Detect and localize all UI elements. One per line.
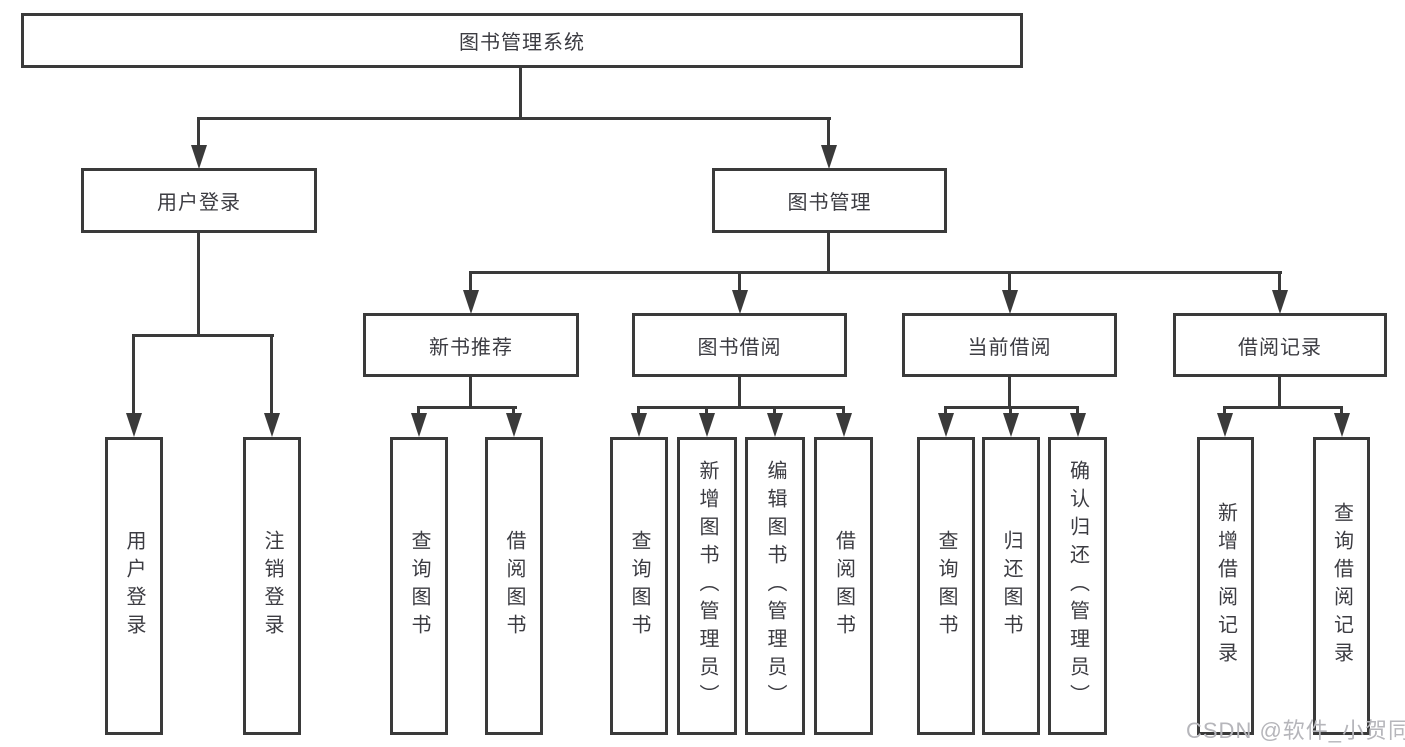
arrowhead-book-borrow bbox=[732, 290, 748, 314]
leaf-user-login: 用户登录 bbox=[105, 437, 163, 735]
arrowhead-current-borrow bbox=[1002, 290, 1018, 314]
leaf-edit-book-admin: 编辑图书（管理员） bbox=[745, 437, 805, 735]
connector-to-borrow-records bbox=[1278, 271, 1281, 293]
leaf-label: 查询借阅记录 bbox=[1330, 502, 1353, 670]
connector-user-login-trunk bbox=[197, 233, 200, 337]
leaf-add-borrow-record: 新增借阅记录 bbox=[1197, 437, 1254, 735]
arrowhead-leaf bbox=[1217, 413, 1233, 437]
leaf-label: 用户登录 bbox=[123, 530, 145, 642]
leaf-borrow-books-recommend: 借阅图书 bbox=[485, 437, 543, 735]
node-book-management-system: 图书管理系统 bbox=[21, 13, 1023, 68]
connector-to-book-management bbox=[827, 117, 830, 149]
arrowhead-leaf bbox=[1334, 413, 1350, 437]
arrowhead-leaf bbox=[411, 413, 427, 437]
arrowhead-leaf bbox=[938, 413, 954, 437]
leaf-query-books-recommend: 查询图书 bbox=[390, 437, 448, 735]
arrowhead-leaf bbox=[1003, 413, 1019, 437]
arrowhead-leaf bbox=[631, 413, 647, 437]
leaf-label: 查询图书 bbox=[628, 530, 650, 642]
node-book-borrow: 图书借阅 bbox=[632, 313, 847, 377]
connector-to-new-book bbox=[469, 271, 472, 293]
leaf-borrow-books: 借阅图书 bbox=[814, 437, 873, 735]
leaf-confirm-return-admin: 确认归还（管理员） bbox=[1048, 437, 1107, 735]
arrowhead-book-management bbox=[821, 145, 837, 169]
node-borrow-records: 借阅记录 bbox=[1173, 313, 1387, 377]
leaf-label: 确认归还（管理员） bbox=[1066, 460, 1089, 712]
node-current-borrow: 当前借阅 bbox=[902, 313, 1117, 377]
connector-new-book-trunk bbox=[469, 377, 472, 409]
arrowhead-borrow-records bbox=[1272, 290, 1288, 314]
node-new-book-recommend: 新书推荐 bbox=[363, 313, 579, 377]
arrowhead-leaf bbox=[506, 413, 522, 437]
leaf-label: 新增图书（管理员） bbox=[696, 460, 718, 712]
arrowhead-new-book bbox=[463, 290, 479, 314]
csdn-watermark: CSDN @软件_小贺同学 bbox=[1186, 718, 1405, 743]
arrowhead-leaf-user-login bbox=[126, 413, 142, 437]
leaf-query-books-borrow: 查询图书 bbox=[610, 437, 668, 735]
connector-to-leaf-logout bbox=[270, 334, 273, 418]
leaf-label: 注销登录 bbox=[261, 530, 283, 642]
connector-borrow-records-trunk bbox=[1278, 377, 1281, 409]
connector-root-trunk bbox=[519, 66, 522, 120]
connector-borrow-records-split bbox=[1223, 406, 1343, 409]
connector-to-book-borrow bbox=[738, 271, 741, 293]
leaf-label: 编辑图书（管理员） bbox=[764, 460, 786, 712]
leaf-add-book-admin: 新增图书（管理员） bbox=[677, 437, 737, 735]
arrowhead-leaf bbox=[699, 413, 715, 437]
leaf-label: 归还图书 bbox=[1000, 530, 1022, 642]
leaf-query-borrow-record: 查询借阅记录 bbox=[1313, 437, 1370, 735]
connector-to-leaf-user-login bbox=[132, 334, 135, 418]
connector-level3-split bbox=[469, 271, 1282, 274]
connector-to-current-borrow bbox=[1008, 271, 1011, 293]
connector-user-login-split bbox=[132, 334, 274, 337]
arrowhead-leaf bbox=[1070, 413, 1086, 437]
arrowhead-leaf bbox=[836, 413, 852, 437]
connector-level1-split bbox=[197, 117, 831, 120]
connector-current-borrow-trunk bbox=[1008, 377, 1011, 409]
connector-to-user-login bbox=[197, 117, 200, 149]
arrowhead-user-login bbox=[191, 145, 207, 169]
connector-book-borrow-split bbox=[637, 406, 845, 409]
arrowhead-leaf bbox=[767, 413, 783, 437]
leaf-label: 查询图书 bbox=[935, 530, 957, 642]
leaf-label: 借阅图书 bbox=[832, 530, 855, 642]
leaf-return-books: 归还图书 bbox=[982, 437, 1040, 735]
connector-new-book-split bbox=[417, 406, 517, 409]
connector-book-mgmt-trunk bbox=[827, 233, 830, 274]
arrowhead-leaf-logout bbox=[264, 413, 280, 437]
leaf-label: 查询图书 bbox=[408, 530, 430, 642]
node-user-login: 用户登录 bbox=[81, 168, 317, 233]
connector-book-borrow-trunk bbox=[738, 377, 741, 409]
leaf-query-books-current: 查询图书 bbox=[917, 437, 975, 735]
node-book-management: 图书管理 bbox=[712, 168, 947, 233]
leaf-label: 新增借阅记录 bbox=[1214, 502, 1237, 670]
leaf-label: 借阅图书 bbox=[503, 530, 525, 642]
leaf-logout-login: 注销登录 bbox=[243, 437, 301, 735]
